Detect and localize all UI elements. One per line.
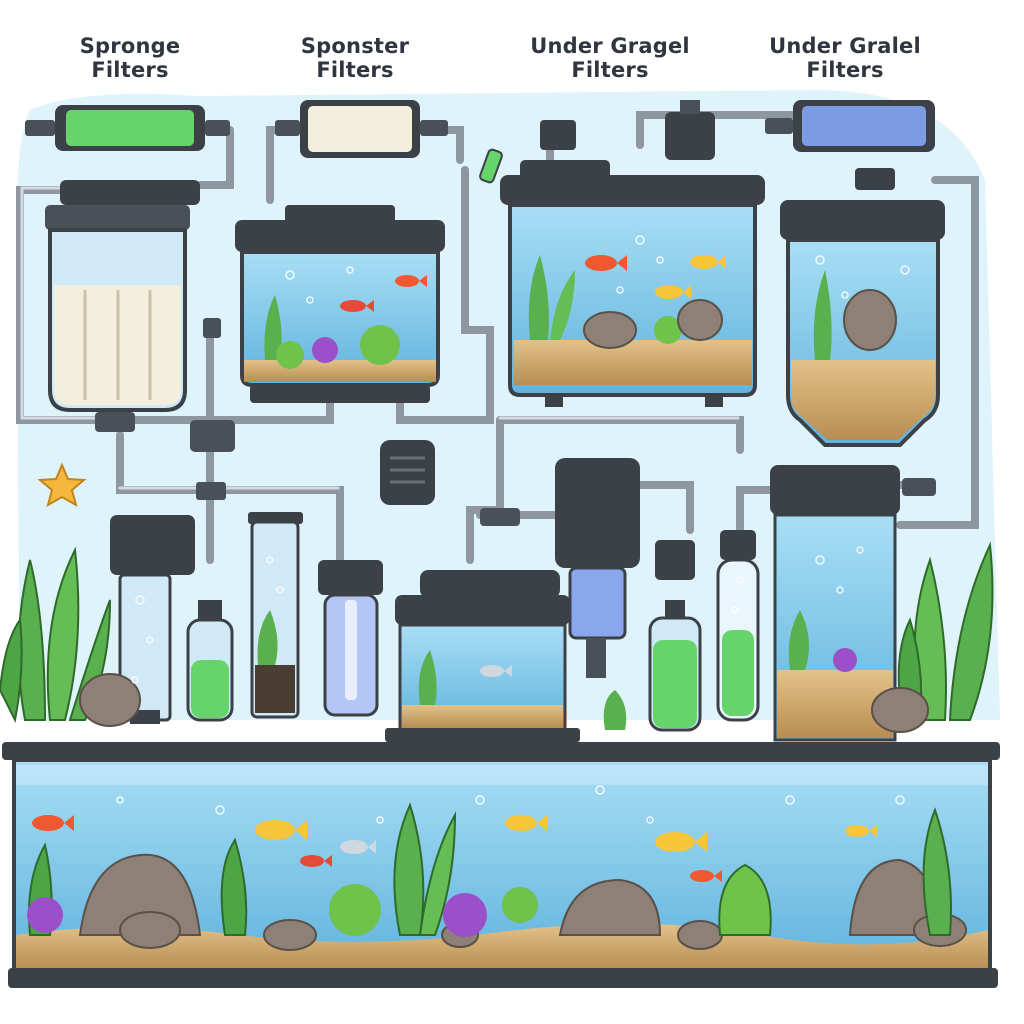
tube-filter-right[interactable] <box>716 530 760 722</box>
heading-spronge-filters: Spronge Filters <box>79 34 181 82</box>
plant-icon <box>0 255 994 730</box>
rock-icon <box>79 289 929 733</box>
media-cartridge-green[interactable] <box>25 105 230 151</box>
media-cartridge-white[interactable] <box>275 100 448 158</box>
bubble-icon <box>116 235 910 824</box>
valve-icon[interactable] <box>95 318 936 526</box>
tube-filter-left[interactable] <box>186 600 234 722</box>
air-pump-fan[interactable] <box>380 440 435 505</box>
media-cartridge-blue[interactable] <box>765 100 935 152</box>
canister-filter-left[interactable] <box>45 180 200 412</box>
heading-under-gragel-filters: Under Gragel Filters <box>530 34 690 82</box>
main-tank-plants <box>27 802 952 937</box>
star-icon <box>37 462 87 508</box>
tank-sponster[interactable] <box>235 205 445 403</box>
fish-icon <box>32 255 877 882</box>
pipe-highlight <box>20 186 740 490</box>
tank-under-gragel[interactable] <box>500 160 765 407</box>
bottle-filter-green[interactable] <box>648 540 702 732</box>
tank-center-small[interactable] <box>385 570 580 742</box>
main-tank-rocks <box>78 853 967 951</box>
heading-under-gralel-filters: Under Gralel Filters <box>769 34 921 82</box>
tall-tube-filter[interactable] <box>248 512 303 719</box>
uv-sterilizer[interactable] <box>318 560 383 717</box>
plant-bushes <box>276 316 857 672</box>
pump-top[interactable] <box>540 100 715 160</box>
small-green-vial <box>479 148 503 184</box>
heading-sponster-filters: Sponster Filters <box>300 34 410 82</box>
canister-pump-center[interactable] <box>555 458 640 678</box>
